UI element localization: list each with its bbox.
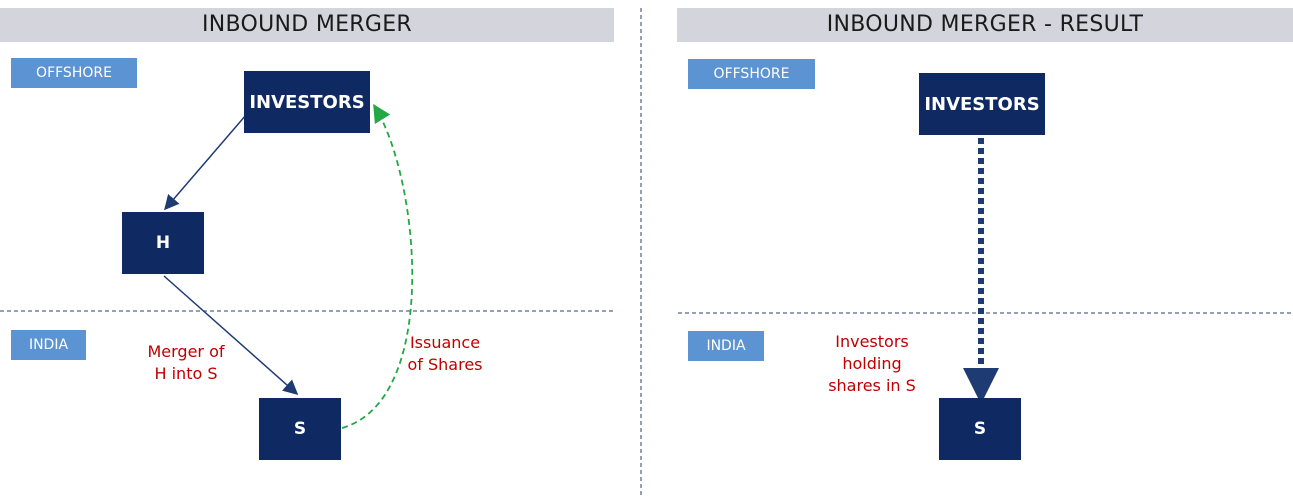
right-investors-node: INVESTORS [919,73,1045,135]
merger-annotation: Merger of H into S [132,341,240,385]
left-offshore-tag: OFFSHORE [11,58,137,88]
arrow-issuance-of-shares [341,103,414,429]
issuance-annotation: Issuance of Shares [395,332,495,376]
right-india-tag: INDIA [688,331,764,361]
merger-annotation-text: Merger of H into S [147,342,225,383]
left-h-node: H [122,212,204,274]
left-s-node: S [259,398,341,460]
left-investors-node: INVESTORS [244,71,370,133]
arrow-h-to-s [163,275,299,395]
right-panel-title: INBOUND MERGER - RESULT [677,8,1293,42]
holding-annotation-text: Investors holding shares in S [828,332,916,395]
issuance-annotation-text: Issuance of Shares [407,333,483,374]
left-india-tag: INDIA [11,330,86,360]
right-s-node: S [939,398,1021,460]
holding-annotation: Investors holding shares in S [810,331,934,397]
arrow-investors-to-h [164,114,247,211]
right-offshore-tag: OFFSHORE [688,59,815,89]
left-panel-title: INBOUND MERGER [0,8,614,42]
